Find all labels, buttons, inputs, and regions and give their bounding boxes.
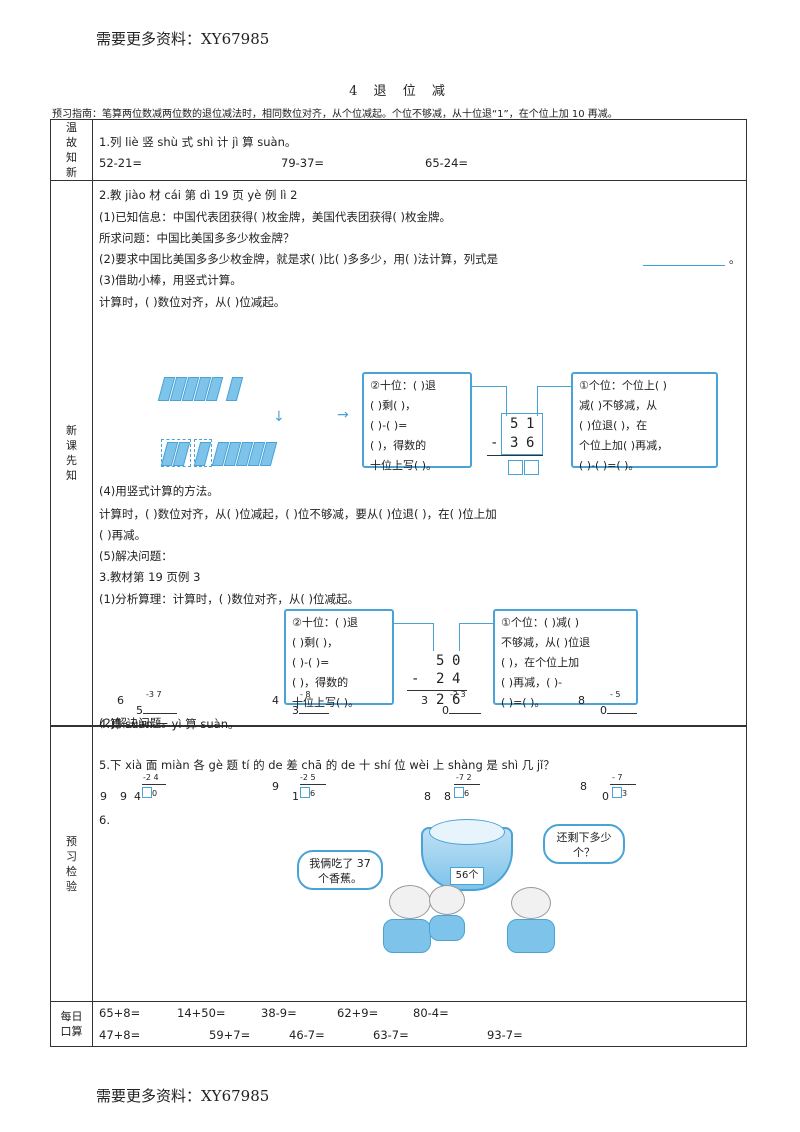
header-watermark: 需要更多资料：XY67985 [96,30,270,48]
section-daily: 每日口算 [50,1001,93,1047]
q2-line6: (4)用竖式计算的方法。 [99,484,219,498]
q2-line1: (1)已知信息：中国代表团获得( )枚金牌，美国代表团获得( )枚金牌。 [99,210,452,224]
q3-line2: (2)解决问题。 [99,716,173,730]
q2-line9: (5)解决问题： [99,549,173,563]
bear-right-icon [507,887,555,953]
page-title: 4 退 位 减 [349,84,451,99]
bear-middle-icon [429,885,465,941]
q1-title: 1.列 liè 竖 shù 式 shì 计 jì 算 suàn。 [99,135,297,149]
worksheet-table: 温故知新 1.列 liè 竖 shù 式 shì 计 jì 算 suàn。 52… [50,119,747,1047]
q2-box-tens: ②十位：( )退( )剩( )，( )-( )=( )，得数的十位上写( )。 [362,372,472,472]
q5-answer-box[interactable] [454,787,464,798]
bear-left-icon [383,885,431,953]
q4-title: 4.算 suàn 一 yì 算 suàn。 [99,717,240,731]
study-guide: 预习指南：笔算两位数减两位数的退位减法时，相同数位对齐，从个位减起。个位不够减，… [52,109,618,120]
q2-line2: 所求问题：中国比美国多多少枚金牌？ [99,231,295,245]
q3-box-ones: ①个位：( )减( )不够减，从( )位退( )，在个位上加( )再减，( )-… [493,609,638,709]
q2-line3: (2)要求中国比美国多多少枚金牌，就是求( )比( )多多少，用( )法计算，列… [99,252,499,266]
daily-item: 63-7= [373,1028,409,1042]
q5-title: 5.下 xià 面 miàn 各 gè 题 tí 的 de 差 chā 的 de… [99,758,555,772]
basket-label: 56个 [450,867,484,885]
banana-icon [429,819,505,845]
speech-bubble-left: 我俩吃了 37个香蕉。 [297,850,383,890]
daily-item: 47+8= [99,1028,141,1042]
q5-answer-box[interactable] [300,787,310,798]
q2-vert-minus: - [490,435,499,451]
q2-line7: 计算时，( )数位对齐，从( )位减起，( )位不够减，要从( )位退( )，在… [99,507,497,521]
q5-answer-box[interactable] [142,787,152,798]
q2-line4: (3)借助小棒，用竖式计算。 [99,273,242,287]
q2-vert-digit: 5 [510,416,519,432]
arrow-down-icon: ↓ [273,409,285,425]
q2-title: 2.教 jiào 材 cái 第 dì 19 页 yè 例 lì 2 [99,188,298,202]
q3-vert-minus: - [411,671,420,687]
daily-item: 62+9= [337,1006,379,1020]
q1-item-1: 52-21= [99,156,143,170]
daily-item: 65+8= [99,1006,141,1020]
q2-answer-box[interactable] [508,460,523,475]
q2-answer-box[interactable] [524,460,539,475]
daily-item: 93-7= [487,1028,523,1042]
daily-item: 46-7= [289,1028,325,1042]
q3-vert-digit: 4 [452,671,461,687]
q2-line5: 计算时，( )数位对齐，从( )位减起。 [99,295,286,309]
daily-item: 38-9= [261,1006,297,1020]
q2-answer-blank[interactable] [643,265,725,266]
section-review: 温故知新 [50,119,93,181]
speech-bubble-right: 还剩下多少个？ [543,824,625,864]
q3-title: 3.教材第 19 页例 3 [99,570,201,584]
q3-box-tens: ②十位：( )退( )剩( )，( )-( )=( )，得数的十位上写( )。 [284,609,394,709]
section-new: 新课先知 [50,180,93,726]
q3-vert-digit: 2 [436,692,445,708]
q1-item-2: 79-37= [281,156,325,170]
q3-vert-digit: 2 [436,671,445,687]
section-check: 预习检验 [50,726,93,1002]
q2-box-ones: ①个位：个位上( )减( )不够减，从( )位退( )，在个位上加( )再减，(… [571,372,718,472]
q5-answer-box[interactable] [612,787,622,798]
q2-vert-digit: 1 [526,416,535,432]
q3-line1: (1)分析算理：计算时，( )数位对齐，从( )位减起。 [99,592,360,606]
footer-watermark: 需要更多资料：XY67985 [96,1087,270,1105]
q2-vert-digit: 3 [510,435,519,451]
q3-vert-digit: 0 [452,653,461,669]
q3-vert-digit: 5 [436,653,445,669]
q2-line8: ( )再减。 [99,528,147,542]
q2-vert-digit: 6 [526,435,535,451]
daily-item: 14+50= [177,1006,226,1020]
daily-item: 59+7= [209,1028,251,1042]
arrow-right-icon: → [337,407,349,423]
q3-vert-digit: 6 [452,692,461,708]
q2-line3-end: 。 [729,252,741,266]
q6-title: 6. [99,813,110,827]
q1-item-3: 65-24= [425,156,469,170]
sticks-bottom [160,439,278,470]
sticks-top [157,377,244,405]
daily-item: 80-4= [413,1006,449,1020]
